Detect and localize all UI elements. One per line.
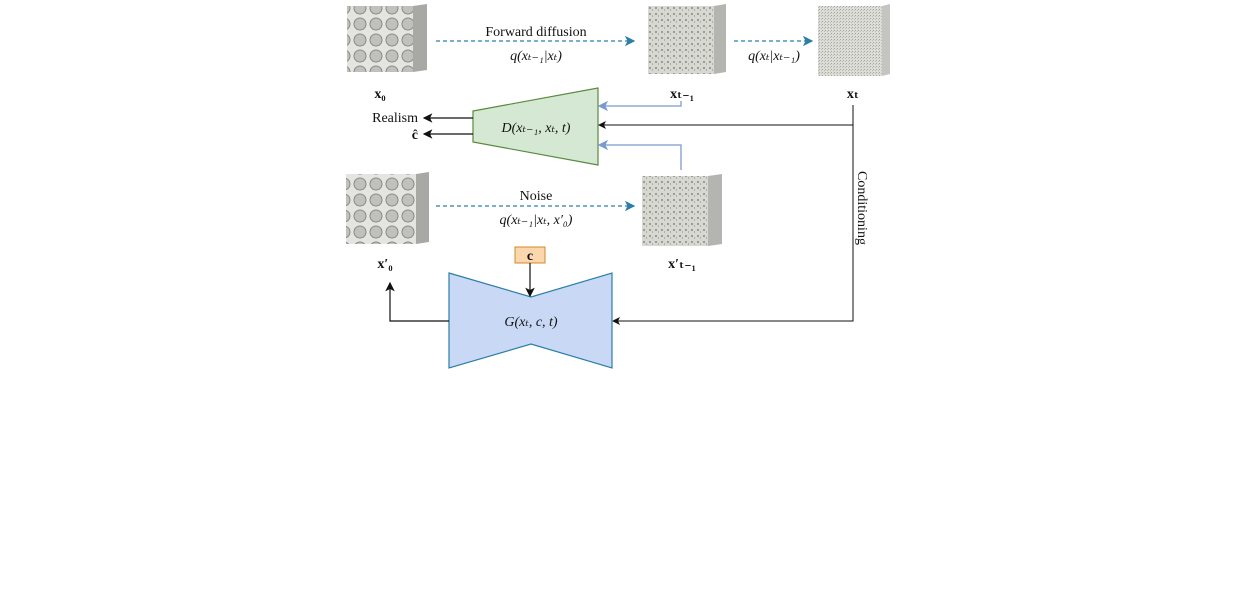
x0-label: x₀ bbox=[374, 87, 385, 102]
xt-label: xₜ bbox=[847, 87, 859, 102]
c-hat-label: ĉ bbox=[412, 128, 418, 143]
xt-minus-1-to-d-arrow bbox=[597, 100, 682, 112]
xt-minus-1-prime-to-d-arrow bbox=[597, 139, 682, 170]
conditioning-arrow bbox=[612, 125, 854, 325]
noise-label: Noise bbox=[520, 189, 553, 204]
g-output-arrow bbox=[385, 281, 449, 322]
step-equation: q(xₜ|xₜ₋₁) bbox=[748, 49, 800, 64]
xt-minus-1-label: xₜ₋₁ bbox=[670, 87, 694, 102]
discriminator-label: D(xₜ₋₁, xₜ, t) bbox=[501, 121, 571, 136]
x0-prime-label: x′₀ bbox=[377, 257, 392, 272]
forward-equation: q(xₜ₋₁|xₜ) bbox=[510, 49, 562, 64]
noise-equation: q(xₜ₋₁|xₜ, x′₀) bbox=[500, 213, 573, 228]
conditioning-label: Conditioning bbox=[854, 171, 869, 245]
discriminator-block bbox=[472, 87, 599, 166]
xt-to-d-arrow bbox=[598, 105, 854, 129]
cube-x0-prime bbox=[346, 172, 429, 244]
forward-diffusion-label: Forward diffusion bbox=[485, 25, 586, 40]
xt-minus-1-prime-label: x′ₜ₋₁ bbox=[668, 257, 696, 272]
generator-label: G(xₜ, c, t) bbox=[504, 315, 558, 330]
c-input-label: c bbox=[527, 249, 533, 264]
cube-xt-minus-1 bbox=[648, 4, 726, 74]
cube-xt bbox=[818, 4, 890, 76]
cube-x0 bbox=[347, 4, 427, 72]
cube-xt-minus-1-prime bbox=[642, 174, 722, 246]
realism-label: Realism bbox=[372, 111, 418, 126]
